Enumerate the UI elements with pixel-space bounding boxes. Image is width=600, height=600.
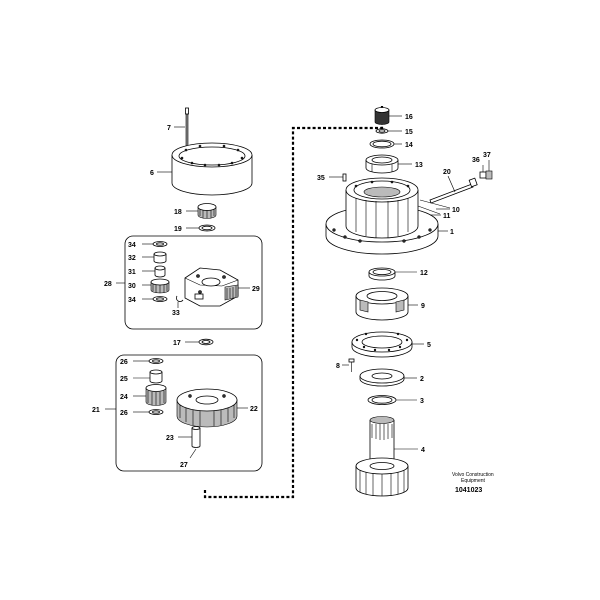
part-labels: 7 6 18 19 34 32 31 28 30 29 34 33 17 26 … xyxy=(92,114,491,469)
label-1: 1 xyxy=(450,229,454,236)
label-35: 35 xyxy=(317,175,325,182)
brand-line-1: Volvo Construction xyxy=(452,472,494,478)
pin-32[interactable] xyxy=(153,251,167,264)
label-9: 9 xyxy=(421,303,425,310)
label-4: 4 xyxy=(421,447,425,454)
drawing-info: Volvo Construction Equipment 1041023 xyxy=(452,472,494,494)
label-21: 21 xyxy=(92,407,100,414)
label-14: 14 xyxy=(405,142,413,149)
label-16: 16 xyxy=(405,114,413,121)
label-22: 22 xyxy=(250,406,258,413)
pin-33[interactable] xyxy=(176,295,184,302)
label-13: 13 xyxy=(415,162,423,169)
label-6: 6 xyxy=(150,170,154,177)
seal-16[interactable] xyxy=(374,107,390,125)
label-23: 23 xyxy=(166,435,174,442)
ring-gear-6[interactable] xyxy=(171,142,253,196)
label-32: 32 xyxy=(128,255,136,262)
label-29: 29 xyxy=(252,286,260,293)
label-2: 2 xyxy=(420,376,424,383)
label-30: 30 xyxy=(128,283,136,290)
label-20: 20 xyxy=(443,169,451,176)
pin-35[interactable] xyxy=(342,173,347,182)
pin-23[interactable] xyxy=(191,426,201,448)
bushing-31[interactable] xyxy=(154,265,166,278)
ring-3[interactable] xyxy=(367,395,397,405)
pinion-shaft-4[interactable] xyxy=(355,416,409,497)
label-28: 28 xyxy=(104,281,112,288)
label-11: 11 xyxy=(443,213,451,220)
label-18: 18 xyxy=(174,209,182,216)
bushing-25[interactable] xyxy=(149,369,163,384)
label-34-bottom: 34 xyxy=(128,297,136,304)
label-7: 7 xyxy=(167,125,171,132)
label-17: 17 xyxy=(173,340,181,347)
shim-2[interactable] xyxy=(359,368,405,387)
label-5: 5 xyxy=(427,342,431,349)
label-33: 33 xyxy=(172,310,180,317)
washer-26-bottom[interactable] xyxy=(148,409,164,415)
label-26-bottom: 26 xyxy=(120,410,128,417)
label-8: 8 xyxy=(336,363,340,370)
label-36: 36 xyxy=(472,157,480,164)
pin-11[interactable] xyxy=(417,205,441,215)
label-10: 10 xyxy=(452,207,460,214)
housing-1[interactable] xyxy=(325,177,439,255)
ring-17[interactable] xyxy=(198,338,214,346)
ring-15[interactable] xyxy=(375,128,389,134)
label-26-top: 26 xyxy=(120,359,128,366)
planet-carrier-22[interactable] xyxy=(176,388,238,428)
ring-12[interactable] xyxy=(368,267,396,281)
ring-5[interactable] xyxy=(351,331,413,358)
washer-34-bottom[interactable] xyxy=(152,296,168,302)
leader-lines xyxy=(105,115,490,459)
gear-18[interactable] xyxy=(197,203,217,219)
plug-36[interactable] xyxy=(479,171,487,179)
washer-26-top[interactable] xyxy=(148,358,164,364)
label-34-top: 34 xyxy=(128,242,136,249)
bolt-8[interactable] xyxy=(348,358,355,372)
label-31: 31 xyxy=(128,269,136,276)
planet-carrier-29[interactable] xyxy=(184,267,239,307)
label-27: 27 xyxy=(180,462,188,469)
washer-34-top[interactable] xyxy=(152,241,168,247)
seal-37[interactable] xyxy=(485,170,493,180)
bearing-13[interactable] xyxy=(365,154,399,174)
label-25: 25 xyxy=(120,376,128,383)
bolt-20[interactable] xyxy=(429,177,478,204)
drawing-number: 1041023 xyxy=(455,487,482,494)
brand-line-2: Equipment xyxy=(461,478,486,484)
bearing-9[interactable] xyxy=(355,287,409,321)
label-19: 19 xyxy=(174,226,182,233)
label-15: 15 xyxy=(405,129,413,136)
label-24: 24 xyxy=(120,394,128,401)
ring-19[interactable] xyxy=(198,224,216,232)
label-37: 37 xyxy=(483,152,491,159)
label-3: 3 xyxy=(420,398,424,405)
pin-10[interactable] xyxy=(419,199,451,209)
planet-carrier-group-28 xyxy=(124,235,263,330)
planet-gear-24[interactable] xyxy=(145,384,167,406)
label-12: 12 xyxy=(420,270,428,277)
planet-carrier-group-21 xyxy=(115,354,263,472)
planet-gear-30[interactable] xyxy=(150,278,170,294)
ring-14[interactable] xyxy=(369,139,395,149)
